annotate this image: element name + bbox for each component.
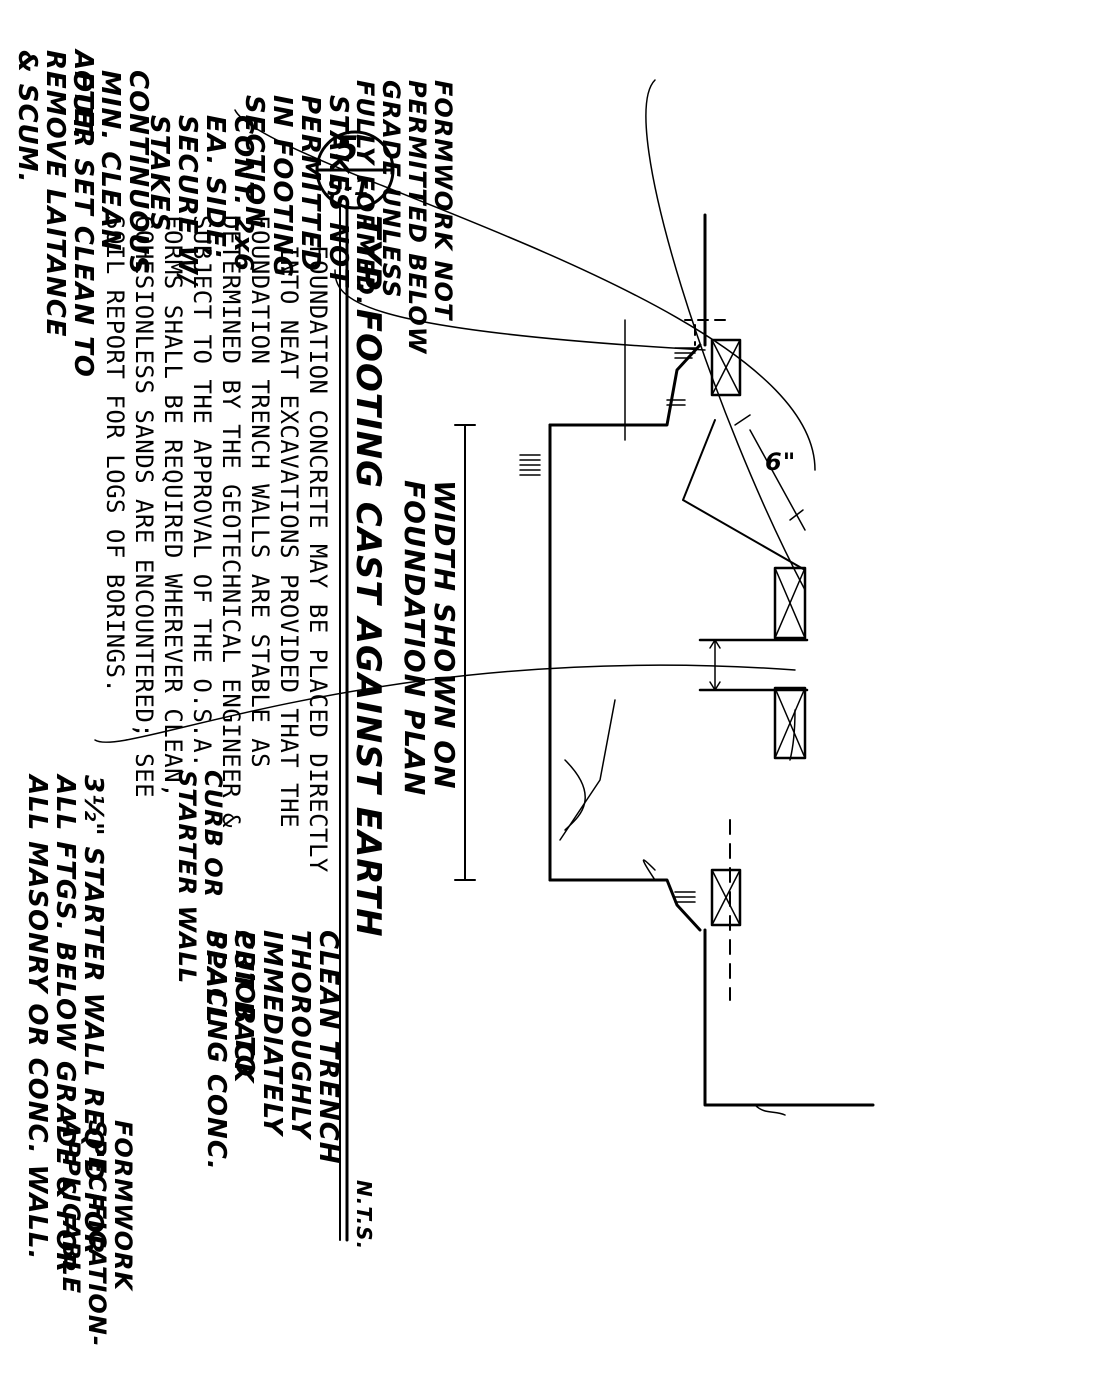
form-board-left	[710, 338, 742, 397]
note-line: FORMWORK NOT	[429, 80, 457, 321]
note-line: WIDTH SHOWN ON	[428, 480, 461, 790]
note-line: PRIOR TO	[229, 930, 259, 1078]
detail-title-block: TYP. FOOTING CAST AGAINST EARTH N.T.S.	[339, 203, 388, 1250]
note-line: GRADE UNLESS	[377, 80, 405, 298]
note-line: IN FOOTING	[267, 95, 297, 278]
note-line: IMMEDIATELY	[257, 930, 287, 1138]
note-line: AFTER SET CLEAN TO	[68, 48, 98, 378]
detail-bubble: 5 S-1	[315, 129, 395, 210]
width-dimension	[454, 424, 476, 881]
note-formwork-spec: FORMWORK SPECIFICATION- APPLICABLE	[57, 1118, 137, 1347]
starter-wall	[698, 638, 809, 692]
note-line: EA. SIDE;	[200, 115, 230, 259]
note-line: OUT.	[67, 70, 97, 140]
paragraph-line: FOUNDATION TRENCH WALLS ARE STABLE AS	[246, 215, 274, 768]
note-line: PERMITTED BELOW	[403, 80, 431, 355]
clearance-dimension: 6"	[682, 414, 806, 571]
note-after-set-clean: AFTER SET CLEAN TO REMOVE LAITANCE & SCU…	[12, 48, 98, 378]
foundation-paragraph: FOUNDATION CONCRETE MAY BE PLACED DIRECT…	[101, 215, 332, 873]
starter-wall-board-1	[773, 566, 807, 640]
note-cut-back-spall: CUT BACK SPALL	[200, 930, 258, 1084]
note-cont-2x6: CONT. 2x6 EA. SIDE; SECURE W/ STAKES	[144, 115, 258, 287]
note-line: ALL FTGS. BELOW GRADE & FOR	[50, 773, 80, 1273]
note-line: STARTER WALL	[173, 770, 201, 984]
note-line: THOROUGHLY	[285, 930, 315, 1141]
paragraph-line: DETERMINED BY THE GEOTECHNICAL ENGINEER …	[217, 215, 245, 828]
note-width-shown: WIDTH SHOWN ON FOUNDATION PLAN	[398, 480, 461, 796]
note-line: FORMWORK	[109, 1120, 137, 1293]
note-line: SECURE W/	[172, 115, 202, 287]
note-line: FULLY FORMED.	[351, 80, 379, 306]
note-formwork-not-permitted: FORMWORK NOT PERMITTED BELOW GRADE UNLES…	[351, 80, 457, 355]
note-line: SECTION	[239, 95, 269, 229]
paragraph-line: SOIL REPORT FOR LOGS OF BORINGS.	[101, 215, 129, 693]
note-line: & SCUM.	[12, 50, 42, 183]
starter-wall-board-2	[773, 686, 807, 760]
earth-hatch	[519, 347, 698, 903]
form-board-right	[710, 868, 742, 927]
note-line: 3½" STARTER WALL REQ'D FOR	[78, 775, 108, 1255]
paragraph-line: COHESIONLESS SANDS ARE ENCOUNTERED; SEE	[130, 215, 158, 798]
note-line: CURB OR	[199, 770, 227, 898]
detail-sheet-ref: S-1	[327, 176, 370, 201]
note-line: CUT BACK	[228, 930, 258, 1084]
note-line: CONT. 2x6	[228, 115, 258, 272]
paragraph-line: FOUNDATION CONCRETE MAY BE PLACED DIRECT…	[304, 245, 332, 873]
note-line: FOUNDATION PLAN	[398, 480, 431, 796]
paragraph-line: SUBJECT TO THE APPROVAL OF THE O.S.A.	[188, 215, 216, 768]
note-continuous: CONTINUOUS MIN. CLEAN OUT.	[67, 70, 153, 275]
note-line: SPECIFICATION-	[83, 1120, 111, 1347]
trench-dashes	[684, 319, 731, 1001]
note-line: ALL MASONRY OR CONC. WALL.	[22, 773, 52, 1260]
dim-6-label: 6"	[765, 448, 796, 476]
note-line: APPLICABLE	[57, 1118, 85, 1294]
scale-label: N.T.S.	[352, 1180, 376, 1250]
note-line: PLACING CONC.	[201, 930, 231, 1171]
paragraph-line: INTO NEAT EXCAVATIONS PROVIDED THAT THE	[275, 245, 303, 828]
note-line: MIN. CLEAN	[95, 70, 125, 252]
note-line: CONTINUOUS	[123, 70, 153, 275]
note-line: CLEAN TRENCH	[313, 930, 343, 1164]
note-line: REMOVE LAITANCE	[40, 50, 70, 338]
note-line: STAKES	[144, 115, 174, 232]
detail-title: TYP. FOOTING CAST AGAINST EARTH	[348, 215, 388, 938]
note-line: SPALL	[200, 930, 230, 1024]
leader-lines	[94, 79, 816, 1116]
note-clean-trench: CLEAN TRENCH THOROUGHLY IMMEDIATELY PRIO…	[201, 930, 343, 1171]
note-curb-starter: CURB OR STARTER WALL	[173, 770, 227, 984]
note-starter-wall: 3½" STARTER WALL REQ'D FOR ALL FTGS. BEL…	[22, 773, 108, 1273]
paragraph-line: FORMS SHALL BE REQUIRED WHEREVER CLEAN,	[159, 215, 187, 798]
detail-number: 5	[335, 129, 360, 169]
